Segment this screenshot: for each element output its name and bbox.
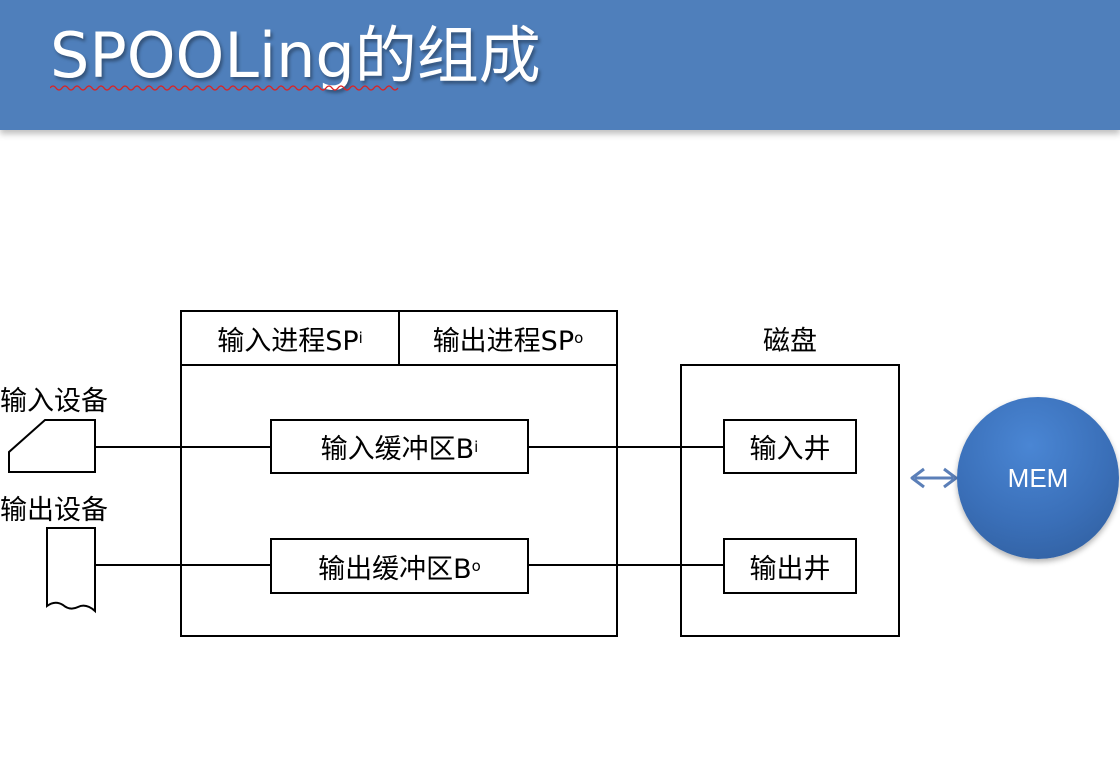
input-device-icon [8,419,96,473]
input-well-box [723,419,857,474]
output-buffer-subscript: o [471,557,481,575]
spellcheck-underline [50,85,399,91]
input-device-label: 输入设备 [0,385,108,417]
output-buffer-text: 输出缓冲区B [318,553,472,585]
connector-output-device-buffer [95,564,271,566]
output-process-text: 输出进程SP [432,325,575,357]
connector-output-buffer-well [528,564,724,566]
input-buffer-text: 输入缓冲区B [320,434,475,465]
input-process-subscript: i [358,329,363,347]
connector-input-buffer-well [528,446,724,448]
output-device-label: 输出设备 [0,494,108,526]
input-buffer-subscript: i [474,437,479,456]
disk-container [680,364,900,637]
disk-label: 磁盘 [763,325,817,357]
mem-label: MEM [1007,462,1069,493]
output-process-subscript: o [574,329,584,347]
title-bar: SPOOLing的组成 [0,0,1120,130]
mem-circle: MEM [957,397,1119,559]
output-well-box [723,538,857,594]
disk-mem-arrow-icon [910,467,958,489]
output-device-icon [46,527,96,614]
input-buffer-box [270,419,529,474]
output-buffer-box [270,538,529,594]
output-well-label: 输出井 [749,553,831,585]
slide-title: SPOOLing的组成 [50,19,541,92]
input-process-text: 输入进程SP [217,325,359,357]
process-header-divider [180,364,618,366]
input-well-label: 输入井 [749,434,831,465]
process-header-separator [398,310,400,365]
connector-input-device-buffer [95,446,271,448]
